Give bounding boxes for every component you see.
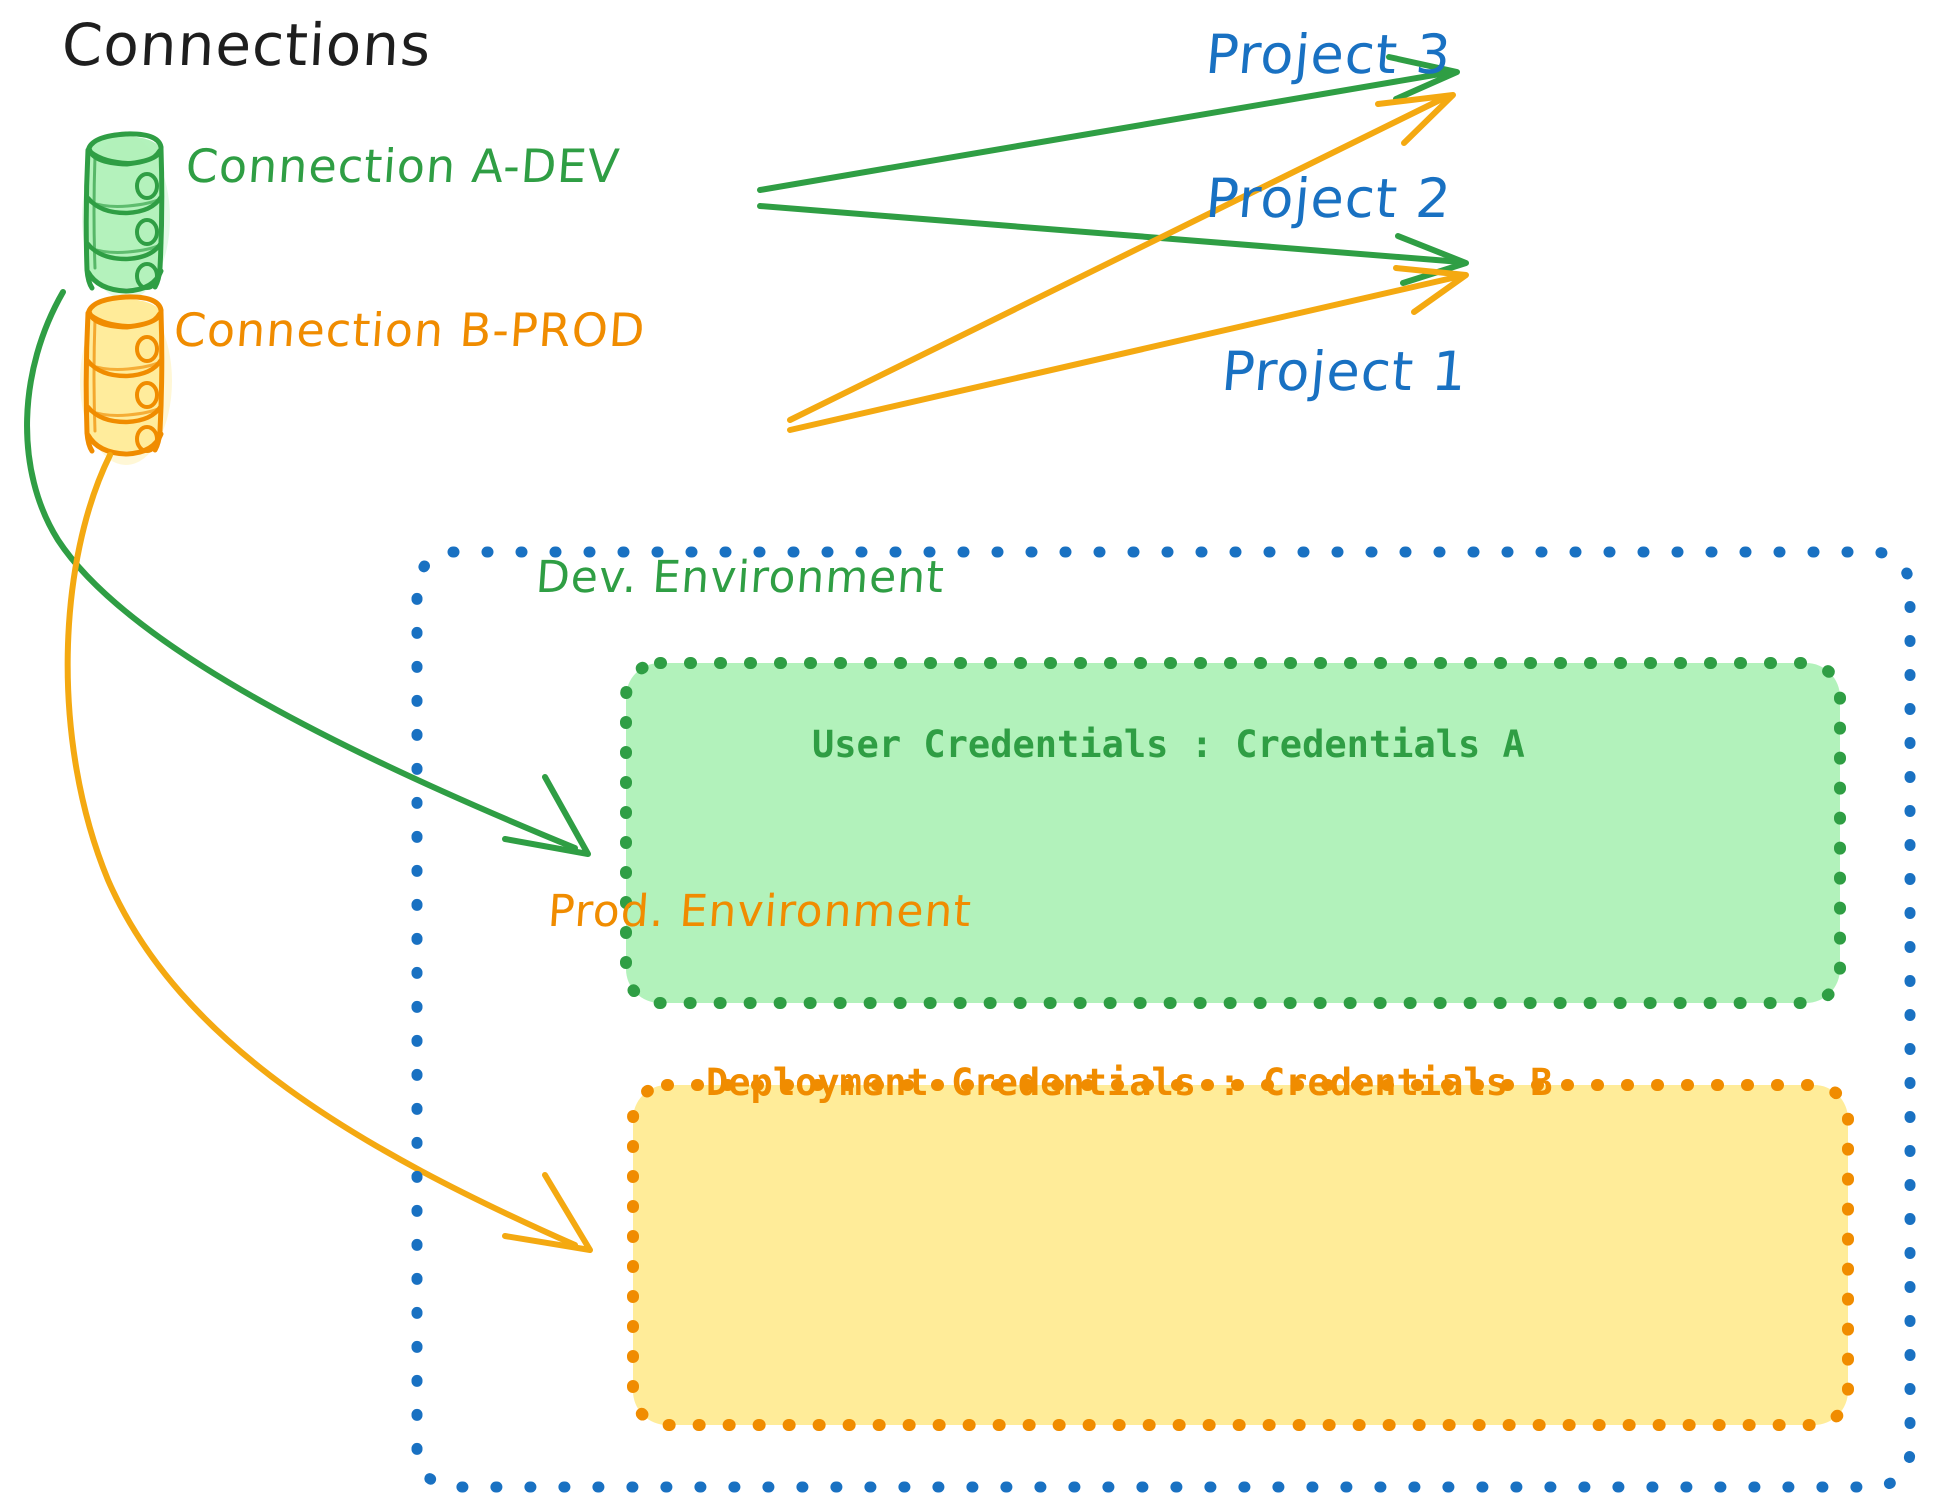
database-cylinder-icon-orange[interactable] [80, 294, 172, 465]
connection-a-dev-label: Connection A-DEV [184, 139, 622, 193]
database-cylinder-icon-green[interactable] [82, 131, 170, 300]
prod-environment-credentials: Deployment Credentials : Credentials B [706, 1061, 1553, 1104]
page-title: Connections [60, 11, 434, 79]
project-1-label: Project 1 [1219, 340, 1471, 403]
project-2-label: Project 2 [1203, 167, 1455, 230]
dev-environment-box[interactable] [620, 657, 1846, 1009]
edge-a-dev-to-dev-environment [24, 289, 591, 857]
dev-environment-credentials: User Credentials : Credentials A [812, 723, 1525, 766]
edge-b-prod-to-project-3 [787, 92, 1456, 423]
prod-environment-title: Prod. Environment [546, 886, 974, 937]
prod-environment-box[interactable] [627, 1079, 1854, 1431]
edge-b-prod-to-project-2 [787, 265, 1469, 433]
project-1-container [411, 546, 1916, 1493]
dev-environment-title: Dev. Environment [534, 552, 947, 603]
edge-b-prod-to-prod-environment [64, 452, 593, 1253]
edge-a-dev-to-project-2 [757, 203, 1469, 286]
connection-b-prod-label: Connection B-PROD [172, 303, 648, 357]
edge-a-dev-to-project-3 [757, 54, 1460, 193]
project-3-label: Project 3 [1203, 23, 1455, 86]
